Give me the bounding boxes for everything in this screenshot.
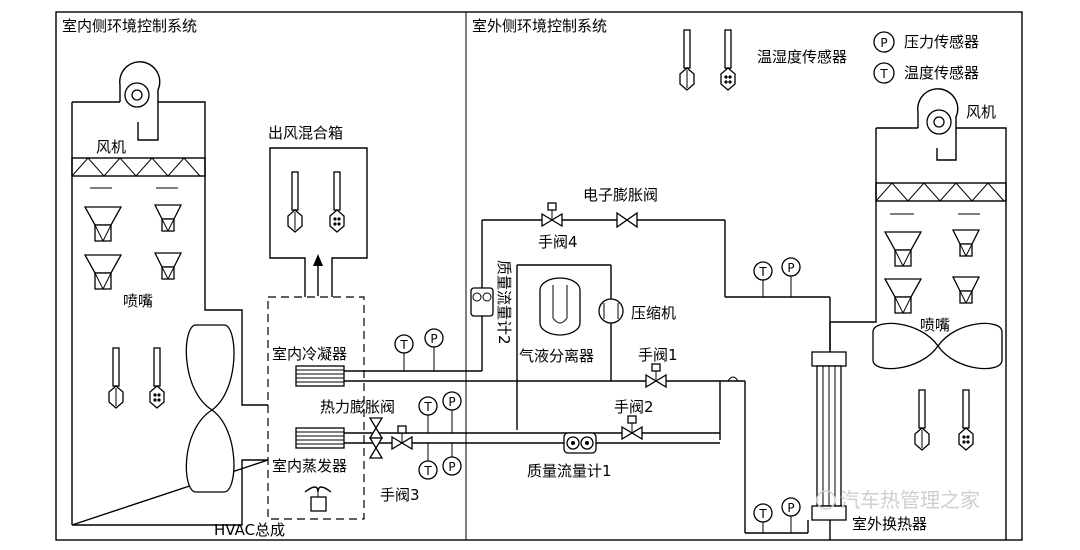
fan-left-icon [119, 61, 161, 141]
legend-temp-icon [873, 62, 895, 84]
nozzle-left-label: 喷嘴 [123, 292, 153, 310]
svg-text:P: P [448, 395, 455, 409]
electronic-exp-valve-label: 电子膨胀阀 [583, 186, 658, 204]
indoor-condenser-label: 室内冷凝器 [272, 345, 347, 363]
indoor-condenser-icon [295, 365, 345, 387]
legend-th-sensor-label: 温湿度传感器 [757, 48, 847, 66]
outer-frame [55, 11, 1023, 541]
fan-left-label: 风机 [96, 138, 126, 156]
left-chamber-th-sensor-dot-icon [149, 347, 165, 409]
manual-valve-4-icon [541, 202, 563, 227]
mass-flow-meter-2-icon [470, 287, 494, 317]
mass-flow-meter-1-icon [563, 432, 597, 454]
gas-liquid-separator-label: 气液分离器 [519, 347, 594, 365]
legend-pressure-icon [873, 31, 895, 53]
fan-right-label: 风机 [966, 103, 996, 121]
compressor-label: 压缩机 [631, 304, 676, 322]
right-chamber-th-sensor-icon [914, 389, 930, 451]
left-chamber-th-sensor-icon [108, 347, 124, 409]
svg-text:T: T [879, 67, 888, 81]
outdoor-chamber: 风机 喷嘴 室外换热器 [811, 88, 1007, 540]
nozzle-right-3-icon [884, 278, 922, 314]
svg-text:T: T [423, 400, 432, 414]
indoor-system-title: 室内侧环境控制系统 [62, 17, 197, 35]
legend-th-sensor-dot-icon [720, 29, 736, 91]
nozzle-left-3-icon [84, 254, 122, 290]
manual-valve-1-label: 手阀1 [638, 346, 678, 364]
outdoor-heat-exchanger-label: 室外换热器 [852, 515, 927, 533]
mass-flow-meter-1-label: 质量流量计1 [527, 462, 612, 480]
nozzle-left-2-icon [154, 204, 182, 232]
temp-sensor-4-icon [753, 261, 773, 281]
thermal-exp-valve-icon [368, 417, 384, 459]
svg-text:P: P [880, 36, 887, 50]
mixing-box: 出风混合箱 [268, 124, 368, 297]
legend-temp-label: 温度传感器 [904, 64, 979, 82]
nozzle-right-label: 喷嘴 [920, 316, 950, 334]
pressure-sensor-5-icon [781, 497, 801, 517]
manual-valve-2-icon [621, 415, 643, 440]
watermark-text: 汽车热管理之家 [840, 488, 980, 512]
pipe-sensors: T P T P T P T P T P [394, 257, 801, 533]
hvac-assembly: 室内冷凝器 热力膨胀阀 室内蒸发器 HVAC总成 [214, 296, 395, 539]
right-chamber-th-sensor-dot-icon [958, 389, 974, 451]
svg-text:P: P [448, 460, 455, 474]
svg-text:T: T [399, 338, 408, 352]
legend: 温湿度传感器 P 压力传感器 T 温度传感器 [679, 29, 979, 91]
watermark-logo-icon [816, 490, 836, 510]
filter-left [71, 157, 206, 177]
temp-sensor-5-icon [753, 503, 773, 523]
svg-text:P: P [787, 261, 794, 275]
svg-text:P: P [430, 332, 437, 346]
svg-text:T: T [423, 464, 432, 478]
pressure-sensor-4-icon [781, 257, 801, 277]
svg-text:T: T [758, 507, 767, 521]
nozzle-left-4-icon [154, 252, 182, 280]
legend-pressure-label: 压力传感器 [904, 33, 979, 51]
mixing-box-label: 出风混合箱 [268, 124, 343, 142]
axial-fan-left-icon [185, 324, 235, 493]
filter-right [875, 182, 1007, 202]
nozzle-left-1-icon [84, 206, 122, 242]
nozzle-right-4-icon [952, 276, 980, 304]
watermark: 汽车热管理之家 [816, 488, 980, 512]
thermal-exp-valve-label: 热力膨胀阀 [320, 398, 395, 416]
hvac-assembly-label: HVAC总成 [214, 521, 285, 539]
indoor-evaporator-icon [295, 427, 345, 449]
mixing-box-th-sensor-icon [287, 171, 303, 233]
fan-right-icon [917, 88, 959, 161]
nozzle-right-2-icon [952, 229, 980, 257]
temp-sensor-3-icon [418, 460, 438, 480]
blower-small-icon [304, 486, 332, 512]
pressure-sensor-3-icon [442, 456, 462, 476]
refrigerant-piping: 手阀4 电子膨胀阀 质量流量计2 气液分离器 压缩机 手阀1 [344, 186, 831, 534]
legend-th-sensor-icon [679, 29, 695, 91]
temp-sensor-2-icon [418, 396, 438, 416]
manual-valve-4-label: 手阀4 [538, 233, 578, 251]
indoor-evaporator-label: 室内蒸发器 [272, 457, 347, 475]
outdoor-heat-exchanger-icon [811, 351, 847, 521]
nozzle-right-1-icon [884, 231, 922, 267]
temp-sensor-1-icon [394, 334, 414, 354]
compressor-icon [598, 298, 624, 324]
indoor-chamber: 风机 喷嘴 [71, 61, 269, 526]
pressure-sensor-2-icon [442, 391, 462, 411]
gas-liquid-separator-icon [539, 277, 581, 336]
svg-text:T: T [758, 265, 767, 279]
electronic-exp-valve-icon [616, 211, 638, 229]
mass-flow-meter-2-label: 质量流量计2 [495, 260, 513, 345]
manual-valve-3-icon [391, 425, 413, 450]
svg-text:P: P [787, 501, 794, 515]
airflow-arrow-icon [313, 254, 323, 266]
manual-valve-2-label: 手阀2 [614, 398, 654, 416]
pressure-sensor-1-icon [424, 328, 444, 348]
mixing-box-th-sensor-dot-icon [329, 171, 345, 233]
axial-fan-right-icon [872, 322, 1003, 370]
manual-valve-1-icon [645, 363, 667, 388]
outdoor-system-title: 室外侧环境控制系统 [472, 17, 607, 35]
manual-valve-3-label: 手阀3 [380, 486, 420, 504]
